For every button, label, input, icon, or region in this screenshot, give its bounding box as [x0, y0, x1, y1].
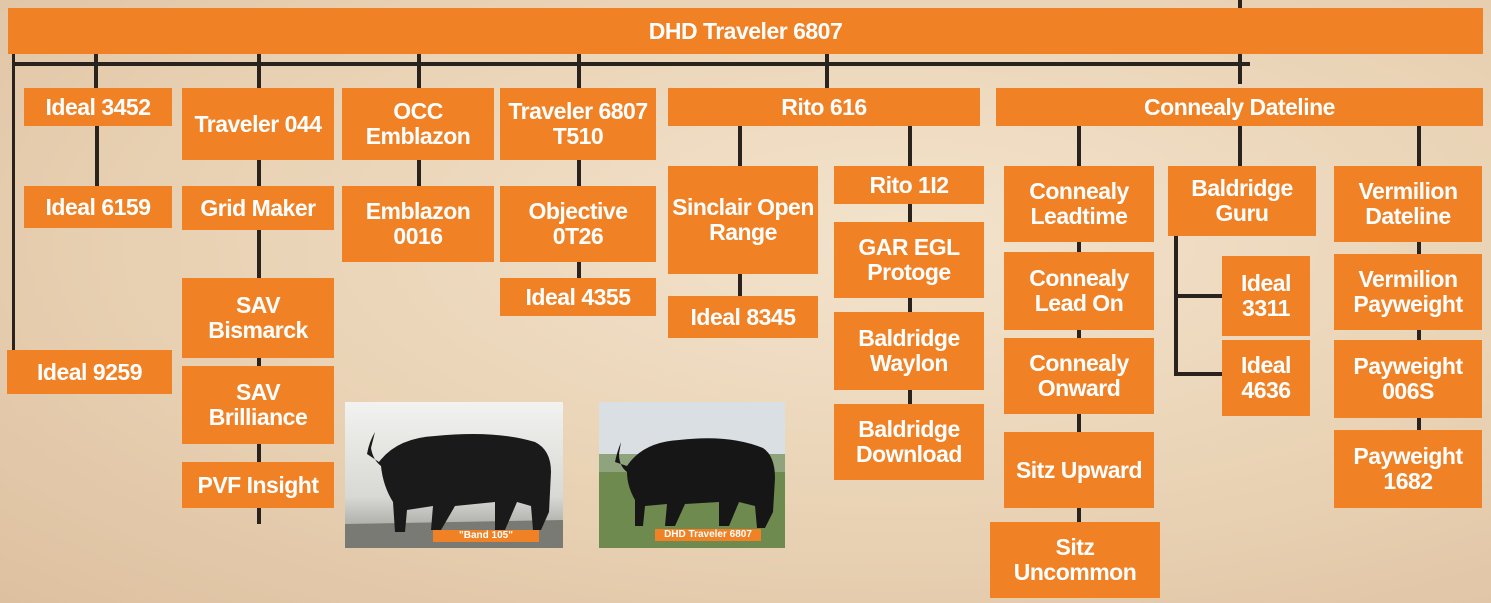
- node-ideal-3452: Ideal 3452: [24, 88, 172, 126]
- node-ideal-4636: Ideal 4636: [1222, 340, 1310, 416]
- connector-line: [577, 52, 581, 90]
- connector-line: [1238, 124, 1242, 168]
- root-node-title: DHD Traveler 6807: [8, 8, 1483, 54]
- node-connealy-onward: Connealy Onward: [1004, 338, 1154, 414]
- node-sitz-uncommon: Sitz Uncommon: [990, 522, 1160, 598]
- node-traveler-044: Traveler 044: [182, 88, 334, 160]
- node-connealy-leadtime: Connealy Leadtime: [1004, 166, 1154, 242]
- connector-line: [1238, 0, 1242, 8]
- node-connealy-lead-on: Connealy Lead On: [1004, 252, 1154, 330]
- connector-line: [12, 62, 1250, 66]
- photo-caption-dhd-traveler: DHD Traveler 6807: [655, 529, 761, 541]
- node-ideal-4355: Ideal 4355: [500, 278, 656, 316]
- node-ideal-3311: Ideal 3311: [1222, 256, 1310, 336]
- connector-line: [417, 160, 421, 190]
- connector-line: [1174, 230, 1178, 376]
- connector-line: [257, 52, 261, 90]
- node-rito-616: Rito 616: [668, 88, 980, 126]
- node-sav-brilliance: SAV Brilliance: [182, 366, 334, 444]
- node-baldridge-waylon: Baldridge Waylon: [834, 312, 984, 390]
- node-occ-emblazon: OCC Emblazon: [342, 88, 494, 160]
- node-pvf-insight: PVF Insight: [182, 462, 334, 508]
- connector-line: [94, 52, 98, 90]
- connector-line: [825, 52, 829, 90]
- node-baldridge-guru: Baldridge Guru: [1168, 166, 1316, 236]
- bull-silhouette-color-image: [599, 402, 785, 548]
- node-traveler-6807-t510: Traveler 6807 T510: [500, 88, 656, 160]
- node-vermilion-dateline: Vermilion Dateline: [1334, 166, 1482, 242]
- node-connealy-dateline: Connealy Dateline: [996, 88, 1483, 126]
- node-sinclair-open-range: Sinclair Open Range: [668, 166, 818, 274]
- connector-line: [95, 122, 99, 186]
- photo-caption-band-105: "Band 105": [433, 530, 539, 542]
- bull-photo-band-105: "Band 105": [345, 402, 563, 548]
- node-ideal-9259: Ideal 9259: [7, 350, 172, 394]
- node-payweight-006s: Payweight 006S: [1334, 340, 1482, 418]
- connector-line: [1174, 294, 1224, 298]
- node-emblazon-0016: Emblazon 0016: [342, 186, 494, 262]
- connector-line: [417, 52, 421, 90]
- node-rito-1i2: Rito 1I2: [834, 166, 984, 204]
- node-payweight-1682: Payweight 1682: [1334, 430, 1482, 508]
- connector-line: [12, 52, 15, 352]
- node-gar-egl-protoge: GAR EGL Protoge: [834, 222, 984, 298]
- node-ideal-8345: Ideal 8345: [668, 296, 818, 338]
- connector-line: [1174, 372, 1224, 376]
- node-grid-maker: Grid Maker: [182, 186, 334, 230]
- node-vermilion-payweight: Vermilion Payweight: [1334, 254, 1482, 330]
- node-sav-bismarck: SAV Bismarck: [182, 278, 334, 358]
- node-ideal-6159: Ideal 6159: [24, 186, 172, 228]
- node-sitz-upward: Sitz Upward: [1004, 432, 1154, 508]
- connector-line: [1238, 52, 1242, 84]
- bull-photo-dhd-traveler: DHD Traveler 6807: [599, 402, 785, 548]
- node-baldridge-download: Baldridge Download: [834, 404, 984, 480]
- node-objective-0t26: Objective 0T26: [500, 186, 656, 262]
- bull-silhouette-bw-image: [345, 402, 563, 548]
